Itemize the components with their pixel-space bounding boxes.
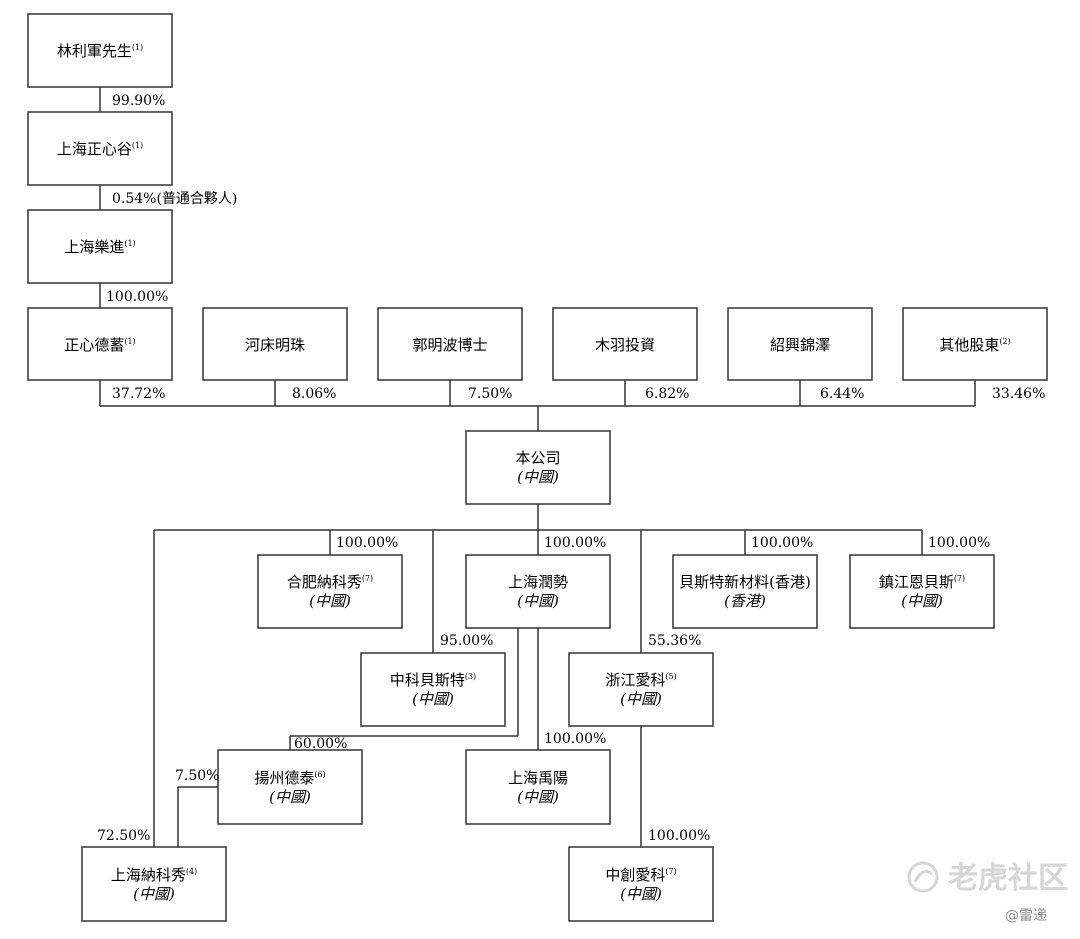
pct-co-bstxcl: 100.00% <box>751 535 813 551</box>
connector-lines <box>99 87 976 847</box>
pct-co-shrs: 100.00% <box>544 535 606 551</box>
pct-co-shnkx: 72.50% <box>97 828 150 844</box>
node-shnkx-region: (中國) <box>133 885 175 903</box>
node-labels: 林利軍先生(1) 上海正心谷(1) 上海樂進(1) 正心德蓄(1) 河床明珠 郭… <box>57 42 1011 903</box>
node-company: 本公司 <box>515 449 560 467</box>
node-sxjz: 紹興錦澤 <box>770 336 830 354</box>
watermark: 老虎社区 @雷递 <box>907 861 1068 924</box>
pct-zjak-zcak: 100.00% <box>648 828 710 844</box>
node-shrs-region: (中國) <box>517 592 559 610</box>
box-shrs <box>465 554 611 629</box>
box-gmb <box>377 307 523 381</box>
node-yzdt-region: (中國) <box>269 788 311 806</box>
box-sxjz <box>727 307 873 381</box>
box-hcmz <box>202 307 348 381</box>
node-zcak: 中創愛科(7) <box>605 866 676 884</box>
box-myt <box>552 307 698 381</box>
tiger-logo-icon <box>907 861 939 893</box>
box-company <box>465 430 611 505</box>
node-zkbst-region: (中國) <box>412 690 454 708</box>
percentage-labels: 99.90% 0.54%(普通合夥人) 100.00% 37.72% 8.06%… <box>97 93 1045 844</box>
box-zcak <box>568 846 714 922</box>
node-bstxcl-region: (香港) <box>724 592 766 610</box>
node-zxdx: 正心德蓄(1) <box>64 336 135 354</box>
node-bstxcl: 貝斯特新材料(香港) <box>679 573 811 591</box>
box-shyy <box>465 749 611 825</box>
pct-co-hfnkx: 100.00% <box>336 535 398 551</box>
node-hcmz: 河床明珠 <box>245 336 305 354</box>
box-zjak <box>568 652 714 727</box>
box-bstxcl <box>672 554 818 629</box>
box-shnkx <box>81 846 227 922</box>
pct-slj-zxdx: 100.00% <box>106 289 168 305</box>
pct-myt-co: 6.82% <box>645 386 689 402</box>
pct-co-zkbst: 95.00% <box>440 633 493 649</box>
pct-qtgd-co: 33.46% <box>992 386 1045 402</box>
node-shyy: 上海禹陽 <box>508 769 568 787</box>
node-zjak: 浙江愛科(5) <box>605 671 676 689</box>
node-qtgd: 其他股東(2) <box>939 336 1010 354</box>
box-qtgd <box>902 307 1048 381</box>
pct-co-zjebs: 100.00% <box>928 535 990 551</box>
pct-zxdx-co: 37.72% <box>112 386 165 402</box>
node-zjak-region: (中國) <box>620 690 662 708</box>
node-shnkx: 上海納科秀(4) <box>111 866 197 884</box>
node-company-region: (中國) <box>517 468 559 486</box>
node-boxes <box>27 13 1048 922</box>
node-hfnkx: 合肥納科秀(7) <box>287 573 373 591</box>
node-yzdt: 揚州德泰(6) <box>254 769 325 787</box>
box-hfnkx <box>257 554 403 629</box>
box-zxdx <box>27 307 173 381</box>
pct-yzdt-shnkx: 7.50% <box>175 768 219 784</box>
box-lin <box>27 13 173 88</box>
pct-gmb-co: 7.50% <box>468 386 512 402</box>
pct-shrs-yzdt: 60.00% <box>294 736 347 752</box>
node-shyy-region: (中國) <box>517 788 559 806</box>
box-szx <box>27 111 173 186</box>
node-lin: 林利軍先生(1) <box>57 42 143 60</box>
box-zkbst <box>360 652 506 727</box>
node-myt: 木羽投資 <box>595 336 655 354</box>
watermark-text: 老虎社区 <box>948 861 1068 896</box>
pct-hcmz-co: 8.06% <box>292 386 336 402</box>
pct-shrs-shyy: 100.00% <box>544 731 606 747</box>
node-zjebs-region: (中國) <box>901 592 943 610</box>
node-zkbst: 中科貝斯特(3) <box>390 671 476 689</box>
node-shrs: 上海潤勢 <box>508 573 568 591</box>
node-zcak-region: (中國) <box>620 885 662 903</box>
box-slj <box>27 209 173 284</box>
pct-co-zjak: 55.36% <box>648 633 701 649</box>
pct-szx-slj: 0.54%(普通合夥人) <box>112 191 237 207</box>
box-yzdt <box>217 749 363 825</box>
pct-sxjz-co: 6.44% <box>820 386 864 402</box>
watermark-author: @雷递 <box>1005 908 1047 924</box>
node-szx: 上海正心谷(1) <box>57 140 143 158</box>
node-slj: 上海樂進(1) <box>64 238 135 256</box>
node-zjebs: 鎮江恩貝斯(7) <box>879 573 965 591</box>
pct-lin-szx: 99.90% <box>112 93 165 109</box>
box-zjebs <box>849 554 995 629</box>
node-gmb: 郭明波博士 <box>412 336 487 354</box>
node-hfnkx-region: (中國) <box>309 592 351 610</box>
